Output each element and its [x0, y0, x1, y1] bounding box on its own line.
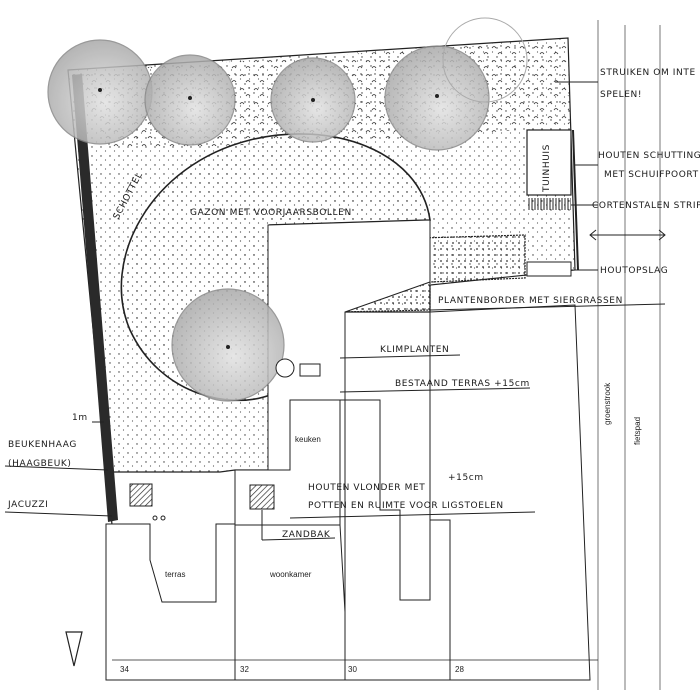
bench — [299, 363, 321, 377]
terrace-room-label: terras — [165, 570, 185, 579]
house-number: 28 — [455, 665, 464, 674]
jacuzzi-label: JACUZZI — [7, 500, 48, 510]
kitchen-label: keuken — [295, 435, 321, 444]
deck-label-1: HOUTEN VLONDER MET — [308, 483, 425, 493]
houses — [105, 304, 598, 681]
terrace-label: BESTAAND TERRAS +15cm — [395, 379, 530, 389]
deck-height-label: +15cm — [448, 473, 484, 483]
one-meter-label: 1m — [72, 413, 88, 423]
shed-label: TUINHUIS — [542, 144, 552, 193]
beech-hedge — [72, 74, 118, 522]
fence-label-2: MET SCHUIFPOORT — [604, 170, 699, 180]
sandbox — [249, 484, 275, 510]
house-number: 32 — [240, 665, 249, 674]
tree — [442, 17, 528, 103]
garden-shed — [526, 129, 572, 196]
beech-hedge-label-1: BEUKENHAAG — [8, 440, 77, 450]
bike-path-label: fietspad — [633, 417, 642, 445]
wood-storage — [526, 261, 572, 277]
corten-label: CORTENSTALEN STRIP — [592, 201, 700, 211]
green-strip-label: groenstrook — [603, 382, 612, 425]
shrubs-label: STRUIKEN OM INTE — [600, 68, 696, 78]
round-table — [275, 358, 295, 378]
wood-storage-label: HOUTOPSLAG — [600, 266, 668, 276]
climbers-label: KLIMPLANTEN — [380, 345, 449, 355]
planting-border-label: PLANTENBORDER MET SIERGRASSEN — [438, 296, 623, 306]
house-number: 34 — [120, 665, 129, 674]
corten-strip — [527, 198, 571, 210]
fence-label-1: HOUTEN SCHUTTING — [598, 151, 700, 161]
fence — [572, 129, 579, 271]
trees — [47, 17, 528, 402]
shrubs-label-2: SPELEN! — [600, 90, 642, 100]
north-arrow-icon — [65, 631, 83, 667]
lawn-label: GAZON MET VOORJAARSBOLLEN — [190, 208, 352, 218]
double-arrow-icon — [589, 229, 666, 241]
sandbox-label: ZANDBAK — [282, 530, 331, 540]
house-number: 30 — [348, 665, 357, 674]
beech-hedge-label-2: (HAAGBEUK) — [8, 459, 72, 469]
deck-label-2: POTTEN EN RUIMTE VOOR LIGSTOELEN — [308, 501, 504, 511]
jacuzzi — [129, 483, 153, 507]
living-room-label: woonkamer — [269, 570, 312, 579]
leader-lines — [4, 81, 666, 541]
